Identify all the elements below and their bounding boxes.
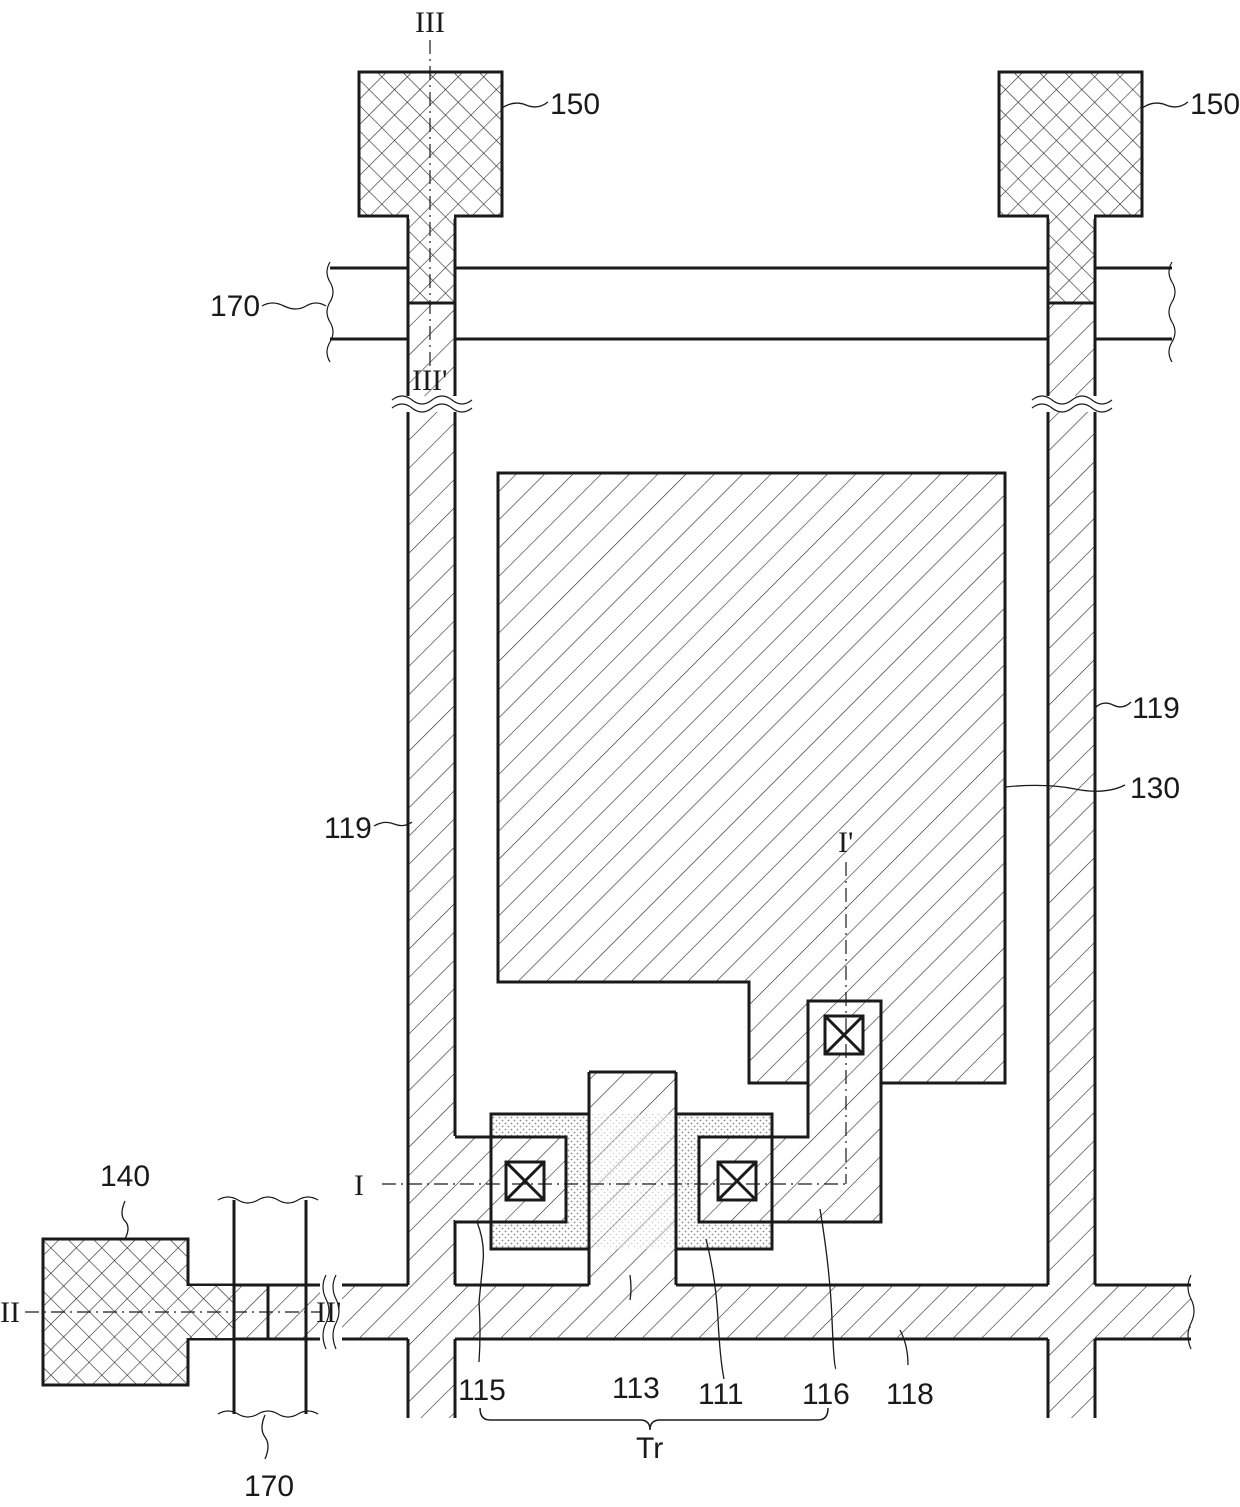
contact-hole-pixel — [825, 1016, 863, 1054]
label-section-II-prime: II' — [316, 1296, 341, 1329]
label-section-II: II — [0, 1296, 20, 1329]
label-gate-113: 113 — [612, 1372, 660, 1405]
pad-150-right — [999, 72, 1142, 216]
pad-150-left-neck — [409, 214, 454, 219]
label-transistor: Tr — [636, 1432, 663, 1465]
data-line-119-right — [1032, 216, 1112, 1418]
label-source-115: 115 — [458, 1374, 506, 1407]
label-drain-111: 111 — [698, 1378, 744, 1411]
label-gate-line-118: 118 — [886, 1378, 934, 1411]
label-section-I-prime: I' — [838, 826, 853, 859]
contact-hole-source — [506, 1162, 544, 1200]
label-pad-140: 140 — [100, 1160, 150, 1193]
label-drain-116: 116 — [802, 1378, 850, 1411]
pad-150-right-neck — [1049, 214, 1094, 219]
label-section-I: I — [354, 1169, 364, 1202]
label-pad-150-left: 150 — [550, 88, 600, 121]
label-data-line-119-left: 119 — [324, 812, 372, 845]
pixel-electrode-130 — [498, 473, 1005, 1083]
label-pixel-electrode-130: 130 — [1130, 772, 1180, 805]
contact-hole-drain — [718, 1162, 756, 1200]
label-pad-150-right: 150 — [1190, 88, 1240, 121]
label-line-170-top: 170 — [210, 290, 260, 323]
label-section-III-prime: III' — [412, 364, 447, 397]
label-data-line-119-right: 119 — [1132, 692, 1180, 725]
label-line-170-bottom: 170 — [244, 1470, 294, 1502]
transistor-brace — [480, 1408, 828, 1430]
label-section-III: III — [415, 6, 445, 39]
